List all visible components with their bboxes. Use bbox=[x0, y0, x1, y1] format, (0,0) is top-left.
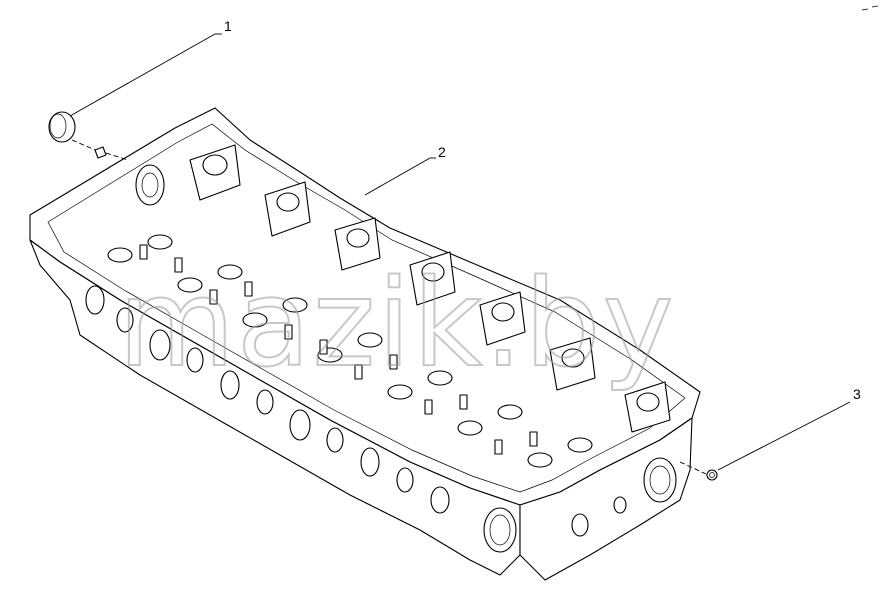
callout-label-1: 1 bbox=[224, 18, 232, 34]
callout-label-3: 3 bbox=[853, 386, 861, 402]
part-1-cap bbox=[48, 33, 222, 161]
end-opening bbox=[135, 164, 165, 206]
corner-mark bbox=[861, 5, 879, 11]
part-3-plug bbox=[679, 401, 851, 481]
deck-valve-seats bbox=[107, 234, 593, 468]
rocker-pedestals bbox=[189, 144, 671, 433]
part-1-bolt bbox=[94, 146, 107, 159]
callout-label-2: 2 bbox=[438, 144, 446, 160]
watermark-text: mazik.by bbox=[118, 255, 676, 394]
end-features bbox=[571, 457, 677, 537]
studs bbox=[139, 244, 538, 455]
cylinder-head bbox=[29, 107, 701, 581]
side-ports bbox=[85, 285, 517, 553]
part-2-leader bbox=[364, 157, 436, 196]
